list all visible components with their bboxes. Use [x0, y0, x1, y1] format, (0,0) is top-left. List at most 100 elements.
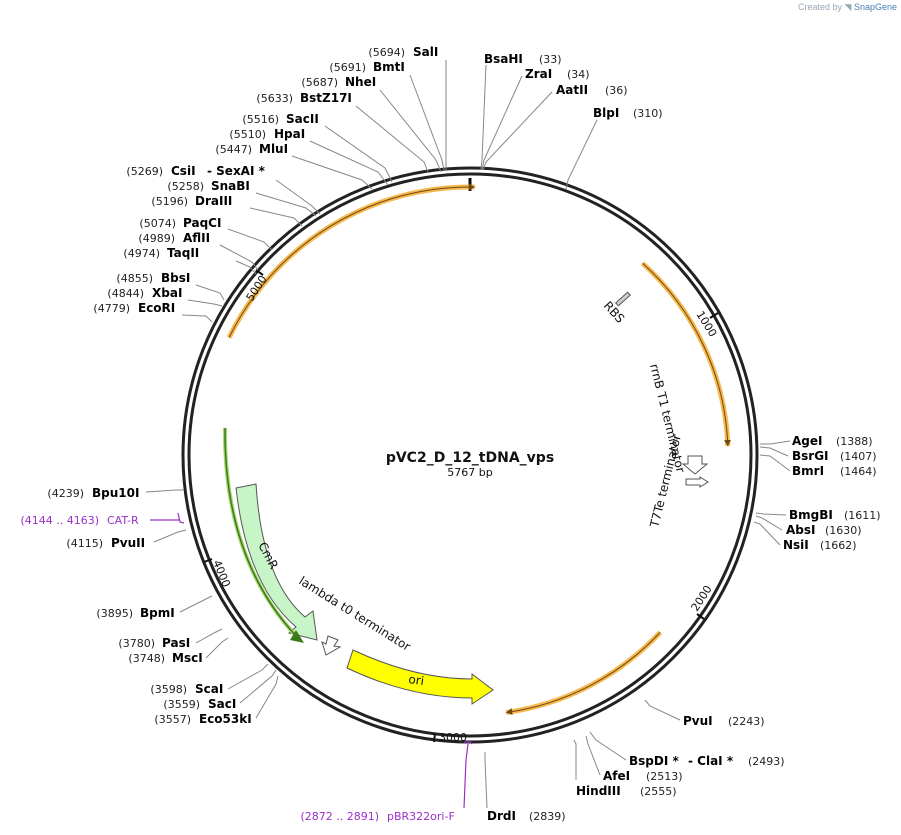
- primer-pbr322ori-f-line: [463, 743, 469, 809]
- enzyme-name-sali: SalI: [413, 45, 438, 59]
- primer-cat-r-mark: [177, 512, 185, 524]
- orange-arc-bottom-right-glow: [505, 630, 663, 715]
- enzyme-pos-bbsi: (4855): [116, 272, 153, 285]
- leader-msci: [205, 637, 229, 659]
- leader-hindiii: [573, 739, 577, 780]
- enzyme-pos-xbai: (4844): [107, 287, 144, 300]
- leader-xbai: [187, 299, 223, 307]
- leader-bsrgi: [759, 446, 789, 457]
- orange-feature-arcs: [226, 183, 732, 715]
- enzyme-pos-hindiii: (2555): [640, 785, 677, 798]
- leader-ecori: [181, 314, 213, 323]
- enzyme-pos-zrai: (34): [567, 68, 590, 81]
- leader-pvui: [644, 699, 681, 721]
- rbs-feature: RBS: [601, 291, 631, 326]
- enzyme-pos-pvui: (2243): [728, 715, 765, 728]
- enzyme-pos-agei: (1388): [836, 435, 873, 448]
- enzyme-pos-snabi: (5258): [167, 180, 204, 193]
- enzyme-pos-bstz17i: (5633): [256, 92, 293, 105]
- enzyme-pos-saci: (3559): [163, 698, 200, 711]
- enzyme-pos-paqci: (5074): [139, 217, 176, 230]
- credit-brand: SnapGene: [853, 2, 897, 12]
- tick-label-3000: 3000: [439, 731, 467, 744]
- lambda-t0-terminator-arrow: [321, 635, 342, 656]
- enzyme-name-paqci: PaqCI: [183, 216, 221, 230]
- enzyme-pos-bspdi: (2493): [748, 755, 785, 768]
- enzyme-name-bbsi: BbsI: [161, 271, 190, 285]
- enzyme-pos-eco53ki: (3557): [154, 713, 191, 726]
- leader-bmri: [759, 454, 791, 472]
- enzyme-pos-bmti: (5691): [329, 61, 366, 74]
- enzyme-name-draiii: DraIII: [195, 194, 232, 208]
- enzyme-pos-taqii: (4974): [123, 247, 160, 260]
- leader-eco53ki: [255, 675, 279, 719]
- tick-label-5000: 5000: [244, 273, 270, 304]
- enzyme-name-bmgbi: BmgBI: [789, 508, 833, 522]
- rbs-label: RBS: [601, 299, 627, 326]
- leader-pasi: [195, 628, 223, 644]
- ori-arrow: [346, 649, 494, 705]
- enzyme-name-agei: AgeI: [792, 434, 822, 448]
- enzyme-name-hindiii: HindIII: [576, 784, 621, 798]
- tick-4000: [203, 558, 213, 563]
- enzyme-name-bspdi: BspDI *: [629, 754, 679, 768]
- enzyme-pos-aflii: (4989): [138, 232, 175, 245]
- leader-snabi: [255, 192, 317, 217]
- enzyme-name-nsii: NsiI: [783, 538, 809, 552]
- leader-bspdi: [589, 731, 627, 761]
- leader-scai: [227, 663, 269, 690]
- leader-drdi: [484, 752, 488, 809]
- enzyme-name-sacii: SacII: [286, 112, 319, 126]
- leader-bmgbi: [755, 512, 787, 516]
- backbone-inner: [187, 172, 753, 738]
- primer-markers: [150, 512, 473, 809]
- leader-agei: [760, 440, 791, 445]
- enzyme-name-saci: SacI: [208, 697, 236, 711]
- orange-arc-top-arrowhead: [468, 183, 475, 191]
- primer-pbr322ori-f-mark: [464, 741, 473, 745]
- leader-saci: [239, 669, 277, 704]
- enzyme-name-eco53ki: Eco53kI: [199, 712, 252, 726]
- enzyme-name-taqii: TaqII: [167, 246, 199, 260]
- orange-arc-right-arrowhead: [724, 439, 732, 446]
- ori-feature: ori: [346, 649, 494, 705]
- primer-cat-r-pos: (4144 .. 4163): [20, 514, 99, 527]
- enzyme-name-bpmi: BpmI: [140, 606, 175, 620]
- enzyme-name-aflii: AflII: [183, 231, 210, 245]
- enzyme-name-zrai: ZraI: [525, 67, 552, 81]
- enzyme-pos-ecori: (4779): [93, 302, 130, 315]
- tick-2000: [696, 613, 705, 620]
- enzyme-pos-nhei: (5687): [301, 76, 338, 89]
- lambda-t0-terminator-label: lambda t0 terminator: [296, 574, 413, 654]
- leader-bmti: [409, 74, 445, 171]
- leader-bpmi: [179, 595, 213, 613]
- orange-arc-top: [228, 186, 475, 338]
- enzyme-pos-blpi: (310): [633, 107, 663, 120]
- enzyme-leaders: [145, 60, 791, 809]
- ori-label: ori: [408, 672, 425, 688]
- orange-arc-bottom-right: [506, 631, 661, 713]
- cmr-outer-arrowhead: [290, 630, 304, 643]
- leader-taqii: [235, 260, 257, 275]
- enzyme-name-xbai: XbaI: [152, 286, 182, 300]
- enzyme-pos-sacii: (5516): [242, 113, 279, 126]
- leader-draiii: [249, 207, 303, 227]
- rrnb-terminator-arrow: [681, 455, 709, 475]
- orange-arc-right: [642, 262, 729, 447]
- enzyme-pos-hpai: (5510): [229, 128, 266, 141]
- enzyme-pos-nsii: (1662): [820, 539, 857, 552]
- leader-hpai: [309, 140, 389, 186]
- enzyme-labels: (5694) SalI (5691) BmtI (5687) NheI (563…: [20, 45, 880, 823]
- enzyme-name-bmti: BmtI: [373, 60, 405, 74]
- orange-arc-right-glow: [640, 261, 731, 447]
- leader-bstz17i: [355, 105, 429, 173]
- enzyme-name-pasi: PasI: [162, 636, 190, 650]
- enzyme-name-afei: AfeI: [603, 769, 630, 783]
- enzyme-name-csii: CsiI: [171, 164, 196, 178]
- enzyme-name-ecori: EcoRI: [138, 301, 175, 315]
- t7te-terminator-feature: T7Te terminator: [647, 433, 709, 530]
- t7te-terminator-arrow: [685, 476, 709, 488]
- enzyme-name-pvui: PvuI: [683, 714, 713, 728]
- tick-3000: [433, 732, 436, 743]
